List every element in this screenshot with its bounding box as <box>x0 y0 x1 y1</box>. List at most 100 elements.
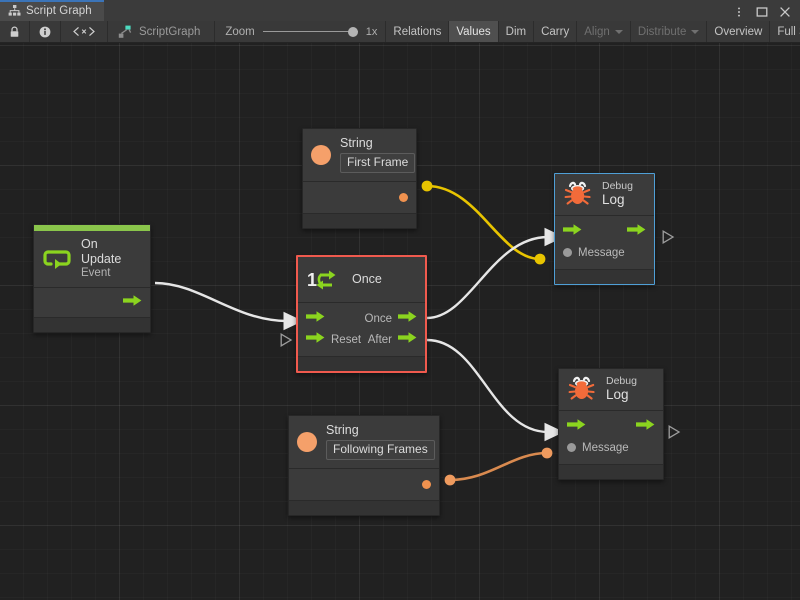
port-right <box>627 223 646 241</box>
values-button[interactable]: Values <box>449 21 499 42</box>
node-ports <box>303 182 416 214</box>
port-right: After <box>368 331 417 349</box>
node-once[interactable]: 1 Once <box>296 255 427 373</box>
flow-out-port[interactable] <box>627 223 646 241</box>
string-value-input[interactable]: First Frame <box>340 153 416 174</box>
node-title-large: Log <box>602 192 625 208</box>
node-footer <box>298 356 425 371</box>
after-out-port[interactable] <box>398 331 417 349</box>
node-debug-log-top[interactable]: Debug Log <box>554 173 655 286</box>
node-title-block: String First Frame <box>340 136 416 174</box>
dim-button[interactable]: Dim <box>498 21 535 42</box>
node-ports: Once <box>298 303 425 356</box>
message-in-label: Message <box>582 441 629 454</box>
script-graph-icon <box>118 25 133 39</box>
node-string-first-frame[interactable]: String First Frame <box>302 128 417 230</box>
node-accent-bar <box>34 225 150 231</box>
lock-button[interactable] <box>0 21 30 42</box>
flow-out-port[interactable] <box>123 294 142 312</box>
node-footer <box>559 464 663 480</box>
angle-brackets-icon <box>71 26 97 37</box>
align-dropdown[interactable]: Align <box>577 21 631 42</box>
node-title: On Update <box>81 237 122 266</box>
once-out-port[interactable] <box>398 310 417 328</box>
message-in-label: Message <box>578 246 625 259</box>
tab-label: Script Graph <box>26 4 92 17</box>
port-row-message: Message <box>559 437 663 458</box>
flow-in-port[interactable] <box>567 418 586 436</box>
port-row-flow <box>555 221 654 242</box>
node-title: String <box>326 423 359 437</box>
message-in-port[interactable] <box>563 248 572 258</box>
svg-text:1: 1 <box>307 270 317 290</box>
full-screen-button[interactable]: Full Screen <box>770 21 800 42</box>
node-header: On Update Event <box>34 231 150 289</box>
tab-script-graph[interactable]: Script Graph <box>0 0 104 21</box>
zoom-slider-track <box>262 31 358 32</box>
once-counter-icon: 1 <box>307 265 343 293</box>
graph-canvas[interactable]: On Update Event <box>0 43 800 600</box>
flow-in-port[interactable] <box>306 310 325 328</box>
lock-icon <box>9 25 20 38</box>
window-menu-button[interactable] <box>733 5 745 17</box>
connection-wires <box>154 180 565 486</box>
reset-in-port[interactable] <box>306 331 325 349</box>
port-left <box>563 223 582 241</box>
window-close-button[interactable] <box>779 5 791 17</box>
overview-button[interactable]: Overview <box>707 21 771 42</box>
info-icon <box>39 26 51 38</box>
relations-button[interactable]: Relations <box>386 21 450 42</box>
node-ports: Message <box>559 411 663 465</box>
code-view-button[interactable] <box>61 21 108 42</box>
carry-button[interactable]: Carry <box>534 21 578 42</box>
port-right <box>422 480 431 490</box>
port-left: Message <box>567 442 629 454</box>
zoom-slider-knob[interactable] <box>347 26 358 37</box>
wire-stringfirst-to-debugtop <box>426 184 541 261</box>
chevron-down-icon <box>691 29 700 34</box>
breadcrumb[interactable]: ScriptGraph <box>108 21 216 42</box>
node-string-following-frames[interactable]: String Following Frames <box>288 415 440 517</box>
port-row-value-out <box>289 474 439 495</box>
node-subtitle: Event <box>81 266 111 279</box>
string-value-input[interactable]: Following Frames <box>326 440 435 461</box>
zoom-control[interactable]: Zoom 1x <box>215 21 387 42</box>
flow-in-port[interactable] <box>563 223 582 241</box>
port-row-value-out <box>303 187 416 208</box>
value-out-port[interactable] <box>399 193 408 203</box>
node-title-block: Debug Log <box>606 375 637 403</box>
align-label: Align <box>584 25 610 38</box>
port-right <box>123 294 142 312</box>
node-header: Debug Log <box>555 174 654 217</box>
wire-endpoint-dot <box>541 447 553 459</box>
port-left <box>306 310 325 328</box>
bug-icon <box>563 180 593 208</box>
reset-connector-triangle-icon[interactable] <box>280 333 293 352</box>
node-footer <box>289 500 439 516</box>
message-in-port[interactable] <box>567 443 576 453</box>
flow-out-port[interactable] <box>636 418 655 436</box>
node-ports <box>34 288 150 318</box>
debug-bottom-flow-out-connector-triangle-icon[interactable] <box>668 425 681 444</box>
hierarchy-icon <box>8 4 21 17</box>
info-button[interactable] <box>30 21 61 42</box>
port-row-message: Message <box>555 242 654 263</box>
zoom-slider[interactable] <box>262 26 358 38</box>
wire-stringfollowing-to-debugbottom <box>449 451 548 482</box>
node-header: String Following Frames <box>289 416 439 470</box>
node-ports: Message <box>555 216 654 270</box>
debug-top-flow-out-connector-triangle-icon[interactable] <box>662 230 675 249</box>
wire-onupdate-to-once <box>154 281 304 331</box>
port-right: Once <box>365 310 418 328</box>
node-footer <box>555 269 654 285</box>
port-left: Message <box>563 247 625 259</box>
string-value-icon <box>311 144 331 165</box>
window-maximize-button[interactable] <box>756 5 768 17</box>
node-debug-log-bottom[interactable]: Debug Log <box>558 368 664 481</box>
node-on-update[interactable]: On Update Event <box>33 224 151 334</box>
node-title-small: Debug <box>602 180 633 192</box>
node-footer <box>34 317 150 333</box>
value-out-port[interactable] <box>422 480 431 490</box>
node-title-block: Once <box>352 272 382 287</box>
distribute-dropdown[interactable]: Distribute <box>630 21 708 42</box>
